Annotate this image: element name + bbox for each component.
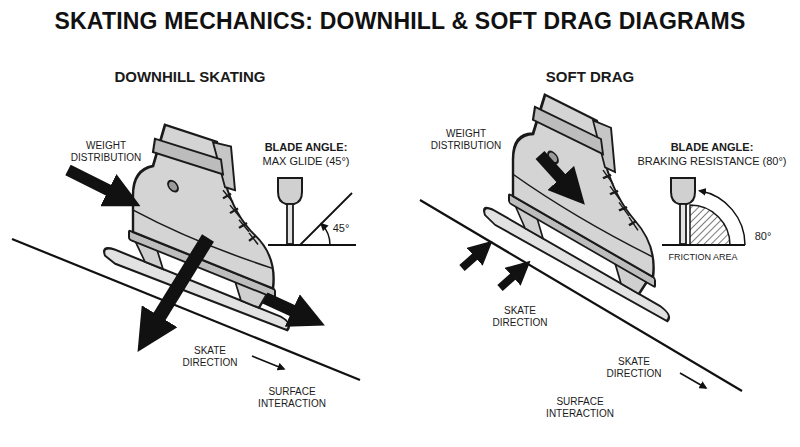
blade-angle-icon <box>671 178 695 204</box>
direction-arrow <box>680 373 706 388</box>
part-label: WEIGHT DISTRIBUTION <box>61 140 151 164</box>
blade-angle-icon <box>662 178 745 245</box>
inset-label: MAX GLIDE (45°) <box>246 155 366 168</box>
ice-skate <box>484 55 669 326</box>
direction-label: SKATE DIRECTION <box>484 305 556 329</box>
surface-label: SURFACE INTERACTION <box>246 386 338 410</box>
direction-arrow <box>252 356 284 369</box>
resistance-arrow <box>500 272 518 288</box>
diagram-title: SKATING MECHANICS: DOWNHILL & SOFT DRAG … <box>0 8 800 35</box>
ice-skate <box>104 95 289 334</box>
part-label: WEIGHT DISTRIBUTION <box>421 128 511 152</box>
resistance-arrow <box>462 252 480 268</box>
blade-angle-icon <box>278 178 302 204</box>
weight-arrow <box>540 155 568 186</box>
blade-angle-icon <box>268 178 356 245</box>
blade-angle-icon <box>287 204 293 244</box>
panel-heading: SOFT DRAG <box>480 68 700 86</box>
blade-angle-icon <box>700 191 745 245</box>
blade-angle-icon <box>300 193 352 245</box>
blade-angle-icon <box>662 244 745 246</box>
gravity-arrow <box>153 238 208 327</box>
inset-label: BRAKING RESISTANCE (80°) <box>632 155 792 168</box>
panel-heading: DOWNHILL SKATING <box>80 68 300 86</box>
inset-label: FRICTION AREA <box>653 252 753 263</box>
blade-angle-icon <box>321 224 330 245</box>
surface-label: SURFACE INTERACTION <box>534 396 626 420</box>
blade-angle-icon <box>268 244 356 246</box>
weight-arrow <box>68 170 118 195</box>
angle-value: 45° <box>326 222 356 235</box>
blade-angle-icon <box>690 205 730 245</box>
direction-label: SKATE DIRECTION <box>598 356 670 380</box>
angle-value: 80° <box>748 230 778 243</box>
inset-heading: BLADE ANGLE: <box>632 141 792 154</box>
inset-heading: BLADE ANGLE: <box>246 141 366 154</box>
direction-label: SKATE DIRECTION <box>174 345 246 369</box>
glide-arrow <box>265 298 302 315</box>
blade-angle-icon <box>680 204 686 244</box>
